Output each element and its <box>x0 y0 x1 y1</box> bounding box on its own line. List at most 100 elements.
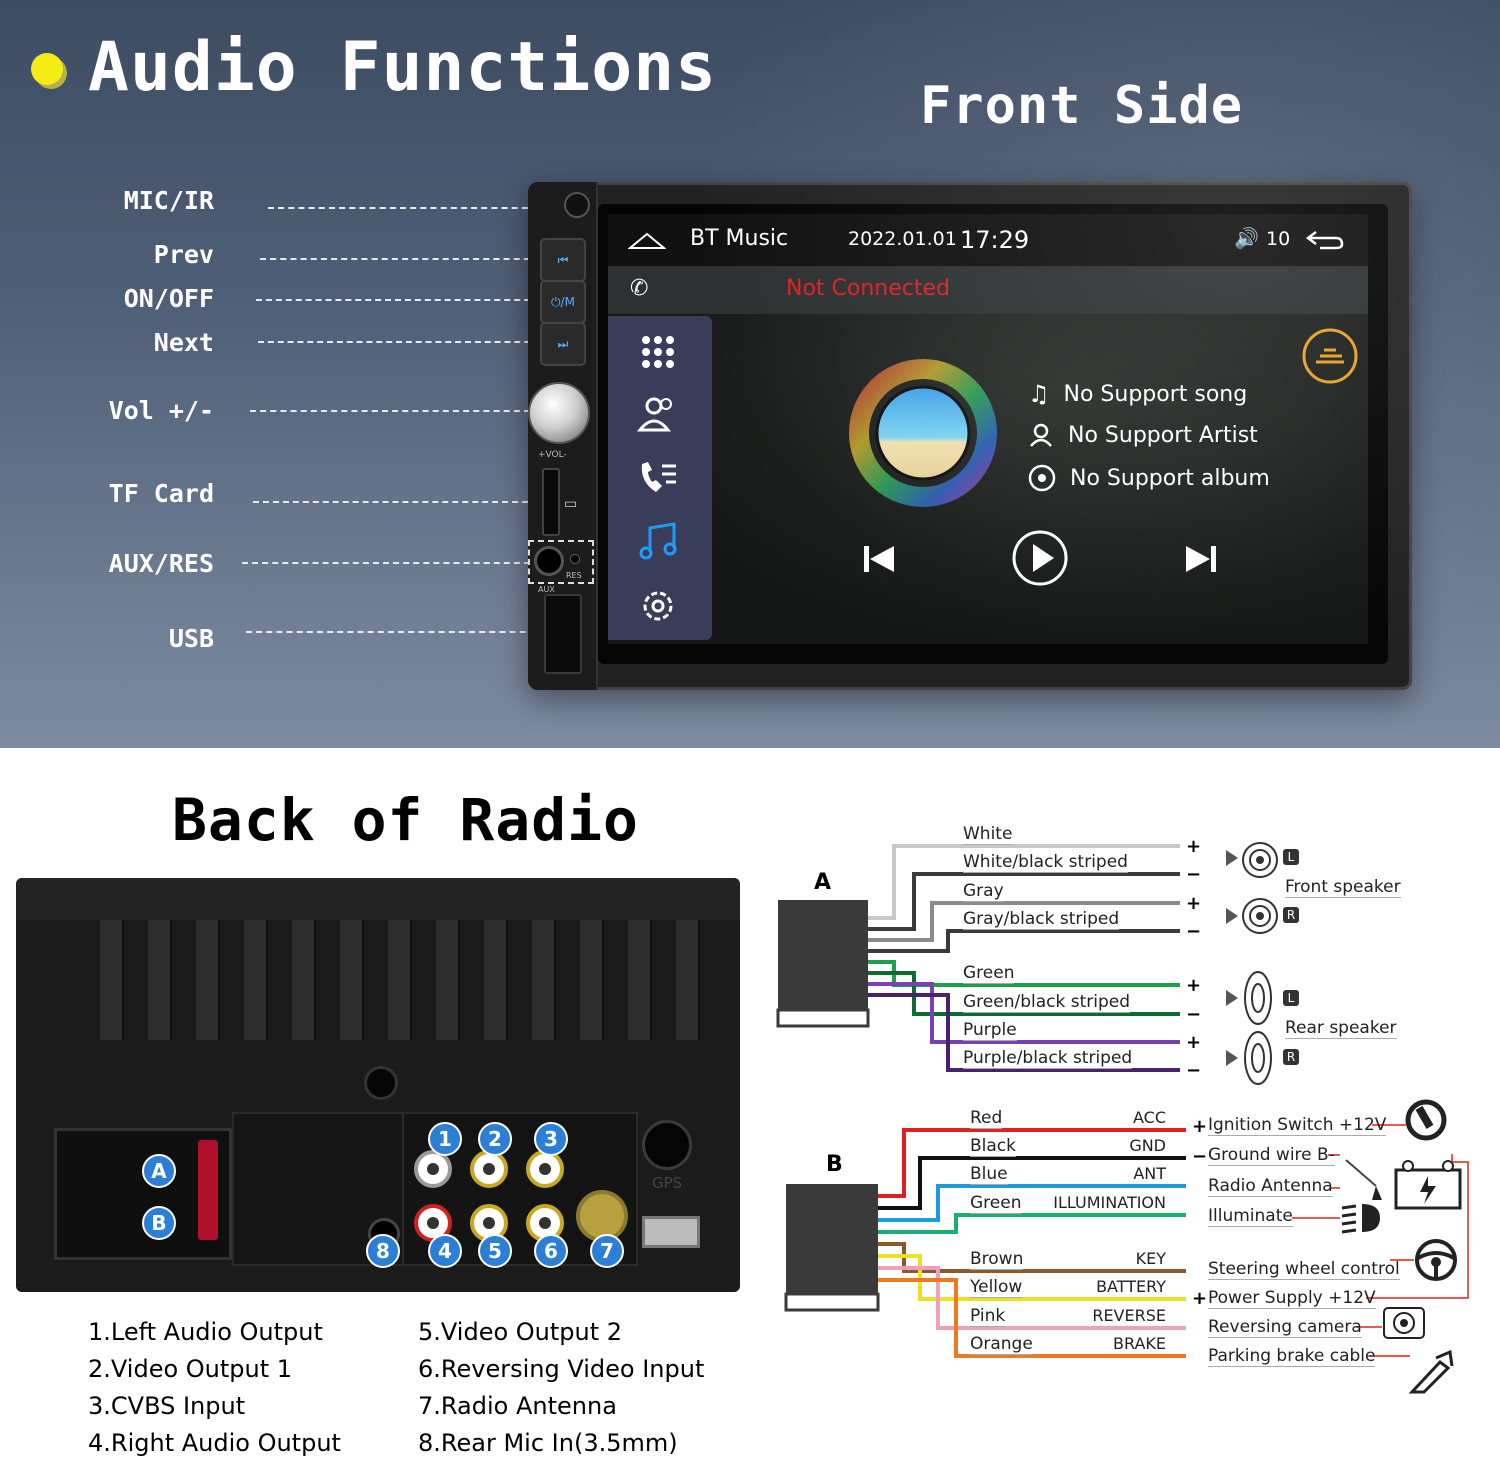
label-tf-card: TF Card <box>108 479 214 508</box>
wire-label-pink: Pink <box>970 1306 1006 1327</box>
plus-mark: + <box>1192 1288 1207 1309</box>
control-panel: ⏮ ⏻/M ⏭ +VOL- ▭ RES AUX <box>528 182 598 690</box>
label-aux-res: AUX/RES <box>108 549 214 578</box>
port-badge-2: 2 <box>478 1122 512 1156</box>
battery-icon <box>1394 1160 1462 1210</box>
front-l-mark: L <box>1283 849 1299 865</box>
mount-hole <box>364 1066 398 1100</box>
heatsink-fin <box>292 920 314 1040</box>
connector-a-badge: A <box>142 1154 176 1188</box>
contacts-icon[interactable] <box>636 392 680 436</box>
play-icon[interactable] <box>1010 528 1070 588</box>
wire-label-yellow: Yellow <box>970 1277 1023 1298</box>
reversing-camera-icon <box>1383 1307 1425 1339</box>
rca-video-out-1-yellow[interactable] <box>470 1150 508 1188</box>
minus-mark: − <box>1186 1060 1201 1081</box>
speaker-wire <box>868 872 1180 931</box>
artist-name: No Support Artist <box>1068 422 1258 448</box>
wiring-connector-a-label: A <box>814 870 832 895</box>
speaker-wires <box>868 844 1180 1072</box>
desc-parking-brake: Parking brake cable <box>1208 1346 1376 1367</box>
volume-icon: 🔊 <box>1234 226 1259 250</box>
equalizer-icon[interactable] <box>1300 326 1360 386</box>
next-button[interactable]: ⏭ <box>540 322 586 366</box>
power-wire <box>878 1278 1186 1358</box>
next-track-icon[interactable] <box>1184 544 1218 574</box>
plus-mark: + <box>1192 1116 1207 1137</box>
res-mark: RES <box>566 571 582 580</box>
heatsink-fin <box>628 920 650 1040</box>
power-wire <box>878 1213 1186 1234</box>
rca-left-audio-white[interactable] <box>414 1150 452 1188</box>
legend-5: 5.Video Output 2 <box>418 1318 623 1346</box>
wire-label-red: Red <box>970 1108 1003 1129</box>
top-rim <box>16 878 740 920</box>
speaker-wire <box>868 844 1180 920</box>
rear-speaker-r-icon <box>1244 1031 1272 1085</box>
volume-knob[interactable] <box>528 382 590 444</box>
back-of-radio-title: Back of Radio <box>172 786 639 854</box>
aux-res-highlight <box>528 540 594 584</box>
music-note-icon: ♫ <box>1028 380 1050 408</box>
gps-port[interactable] <box>642 1120 692 1170</box>
desc-ignition: Ignition Switch +12V <box>1208 1115 1387 1136</box>
music-icon[interactable] <box>636 520 680 564</box>
speaker-wire <box>868 993 1180 1072</box>
heatsink-fin <box>388 920 410 1040</box>
wire-label-brown: Brown <box>970 1249 1024 1270</box>
settings-gear-icon[interactable] <box>636 584 680 628</box>
antenna-icon <box>1345 1159 1382 1200</box>
mic-ir-icon <box>564 192 590 218</box>
on-off-button[interactable]: ⏻/M <box>540 280 586 324</box>
prev-button[interactable]: ⏮ <box>540 238 586 282</box>
func-acc: ACC <box>1132 1108 1166 1127</box>
album-name: No Support album <box>1070 465 1270 491</box>
usb-port-back[interactable] <box>642 1216 700 1248</box>
power-wire <box>878 1254 1186 1301</box>
wire-label-purple: Purple <box>963 1020 1017 1041</box>
home-icon[interactable] <box>628 228 666 252</box>
usb-port[interactable] <box>544 594 582 674</box>
front-r-mark: R <box>1283 907 1299 923</box>
rca-cvbs-in-yellow[interactable] <box>526 1150 564 1188</box>
res-button[interactable] <box>570 554 580 564</box>
front-side-section: Audio Functions Front Side MIC/IR Prev O… <box>0 0 1500 748</box>
heatsink-fin <box>148 920 170 1040</box>
plus-mark: + <box>1186 893 1201 914</box>
volume-level: 10 <box>1266 228 1291 250</box>
power-wire <box>878 1156 1186 1210</box>
aux-jack[interactable] <box>534 546 564 576</box>
minus-mark: − <box>1192 1146 1207 1167</box>
arrow-icon <box>1208 1050 1238 1066</box>
front-speaker-l-icon <box>1242 842 1278 878</box>
connector-a-clip <box>776 1008 870 1028</box>
port-badge-3: 3 <box>534 1122 568 1156</box>
artist-icon <box>1030 423 1052 447</box>
time: 17:29 <box>960 226 1030 254</box>
headlight-icon <box>1341 1204 1380 1234</box>
rear-r-mark: R <box>1283 1049 1299 1065</box>
back-icon[interactable] <box>1306 226 1346 254</box>
song-row: ♫ No Support song <box>1028 380 1247 408</box>
leader-line <box>242 562 530 564</box>
call-log-icon[interactable] <box>636 456 680 500</box>
apps-grid-icon[interactable] <box>636 330 680 374</box>
desc-illuminate: Illuminate <box>1208 1206 1293 1227</box>
bullet-icon <box>31 53 63 85</box>
wire-label-white-black: White/black striped <box>963 852 1128 873</box>
wire-label-green-b: Green <box>970 1193 1022 1214</box>
wire-label-white: White <box>963 824 1013 845</box>
artist-row: No Support Artist <box>1028 422 1258 448</box>
heatsink-fin <box>532 920 554 1040</box>
ignition-key-icon <box>1405 1099 1447 1141</box>
polarity-marks: +−+−+−+−+−+ <box>1186 836 1207 1309</box>
wiring-diagram: +−+−+−+−+−+ <box>776 836 1469 1394</box>
rear-speaker-label: Rear speaker <box>1285 1018 1397 1039</box>
previous-track-icon[interactable] <box>862 544 896 574</box>
tf-card-slot[interactable] <box>542 468 560 536</box>
heatsink-fin <box>436 920 458 1040</box>
port-badge-8: 8 <box>366 1234 400 1268</box>
desc-power-supply: Power Supply +12V <box>1208 1288 1376 1309</box>
phone-icon[interactable]: ✆ <box>630 276 649 301</box>
legend-3: 3.CVBS Input <box>88 1392 246 1420</box>
